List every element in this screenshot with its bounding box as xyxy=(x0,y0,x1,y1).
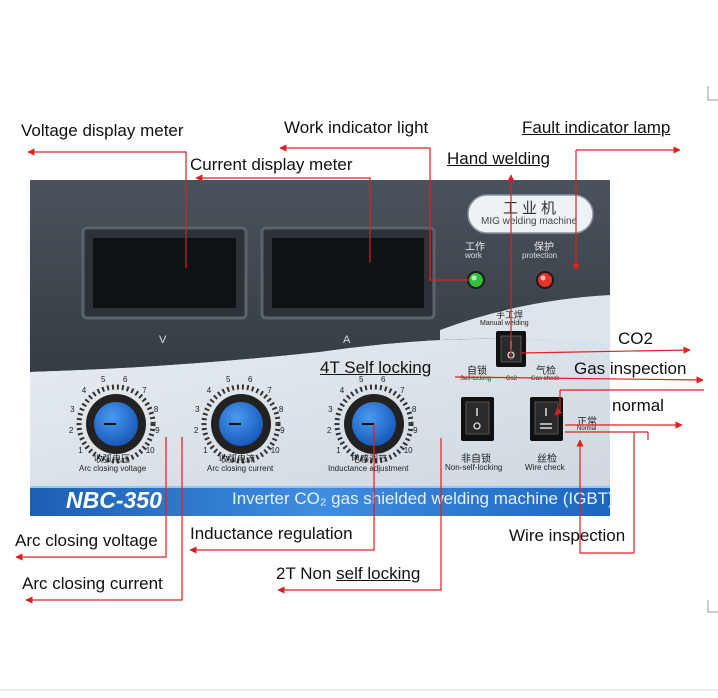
model-banner xyxy=(30,486,610,516)
knob-scale-number: 2 xyxy=(193,426,199,436)
knob-scale-number: 8 xyxy=(153,404,159,414)
selflock-label-cn: 自锁 xyxy=(467,366,487,377)
callout-arc-closing-current: Arc closing current xyxy=(22,574,163,593)
brand-badge xyxy=(467,194,594,234)
callout-inductance-regulation: Inductance regulation xyxy=(190,524,353,543)
line-current-meter xyxy=(195,174,371,262)
knob1-label-en: Arc closing voltage xyxy=(79,464,147,473)
knob-scale-number: 5 xyxy=(226,375,231,385)
knob-scale-number: 5 xyxy=(359,375,364,385)
callout-fault-indicator-lamp: Fault indicator lamp xyxy=(522,118,671,137)
callout-wire-inspection: Wire inspection xyxy=(509,526,626,545)
line-4t xyxy=(454,376,704,384)
knob-scale-number: 9 xyxy=(413,426,418,436)
gascheck-label-en: Gas check xyxy=(531,376,560,382)
line-2t xyxy=(277,438,442,594)
brand-cn: 工业机 xyxy=(503,200,561,217)
knob-scale-number: 1 xyxy=(336,446,341,456)
line-wire xyxy=(576,432,635,554)
line-co2 xyxy=(520,346,691,354)
co2-small-label: Co2 xyxy=(506,376,518,382)
protection-label-en: protection xyxy=(522,251,558,260)
normal-label-cn: 正常 xyxy=(577,417,597,428)
line-arc-current xyxy=(25,437,183,604)
current-display-meter xyxy=(260,226,436,320)
knob-scale-number: 9 xyxy=(280,426,285,436)
callout-2t-underlined: self locking xyxy=(336,564,421,583)
work-label-en: work xyxy=(465,251,482,260)
callout-normal: normal xyxy=(612,396,664,415)
knob-scale-number: 4 xyxy=(206,385,212,395)
callout-4t-self-locking: 4T Self locking xyxy=(320,358,432,377)
line-inductance xyxy=(189,424,375,554)
knob3-label-cn: 电感调节 xyxy=(351,454,388,464)
panel-light-section xyxy=(30,338,610,486)
arc-closing-voltage-knob xyxy=(76,384,156,464)
voltage-display-meter xyxy=(81,226,248,320)
knob-scale-number: 7 xyxy=(400,385,405,395)
knob-scale-number: 3 xyxy=(70,404,75,414)
knob2-label-en: Arc closing current xyxy=(207,464,274,473)
callout-gas-inspection: Gas inspection xyxy=(574,359,687,378)
knob-scale-number: 2 xyxy=(68,426,74,436)
meter-a-label: A xyxy=(343,334,351,346)
callout-2t-non-self-locking: 2T Non self locking xyxy=(276,564,420,584)
normal-label-en: Normal xyxy=(577,426,597,432)
manual-label-cn: 手工焊 xyxy=(496,310,524,320)
knob-scale-number: 8 xyxy=(411,404,417,414)
callout-co2: CO2 xyxy=(618,329,653,348)
line-work-light xyxy=(279,144,470,281)
protection-label-cn: 保护 xyxy=(534,242,554,253)
nonself-label-en: Non-self-locking xyxy=(445,463,503,472)
knob-scale-number: 6 xyxy=(247,375,253,385)
banner-text: Inverter CO₂ gas shielded welding machin… xyxy=(232,489,614,508)
knob-scale-number: 7 xyxy=(142,385,147,395)
model-name: NBC-350 xyxy=(66,487,162,513)
knob-scale-number: 7 xyxy=(267,385,272,395)
knob-scale-number: 3 xyxy=(328,404,333,414)
line-voltage-meter xyxy=(27,148,187,268)
knob-scale-number: 10 xyxy=(145,446,155,456)
knob-scale-number: 9 xyxy=(155,426,160,436)
callout-work-indicator-light: Work indicator light xyxy=(284,118,429,137)
nonself-label-cn: 非自锁 xyxy=(461,454,491,465)
knob-scale-number: 3 xyxy=(195,404,200,414)
callout-voltage-display-meter: Voltage display meter xyxy=(21,121,184,140)
knob-scale-number: 1 xyxy=(203,446,208,456)
knob3-label-en: Inductance adjustment xyxy=(328,464,409,473)
knob-scale-number: 8 xyxy=(278,404,284,414)
fault-indicator-lamp xyxy=(536,271,554,289)
knob-scale-number: 6 xyxy=(380,375,386,385)
selflock-label-en: Self-locking xyxy=(460,376,492,382)
brand-en: MIG welding machine xyxy=(481,216,578,227)
manual-label-en: Manual welding xyxy=(480,320,529,327)
selflock-switch xyxy=(461,397,494,441)
line-arc-voltage xyxy=(15,437,167,561)
knob-scale-number: 4 xyxy=(81,385,87,395)
knob-scale-number: 6 xyxy=(122,375,128,385)
wirecheck-label-cn: 丝检 xyxy=(537,454,557,465)
knob-scale-number: 2 xyxy=(326,426,332,436)
wirecheck-label-en: Wire check xyxy=(525,463,565,472)
meter-v-label: V xyxy=(159,334,167,346)
knob-scale-number: 5 xyxy=(101,375,106,385)
knob1-label-cn: 收弧电压 xyxy=(94,454,131,464)
arc-closing-current-knob xyxy=(201,384,281,464)
work-label-cn: 工作 xyxy=(465,242,485,253)
callout-hand-welding: Hand welding xyxy=(447,149,551,168)
line-gas xyxy=(554,390,563,416)
callout-2t-prefix: 2T Non xyxy=(276,564,337,583)
callout-current-display-meter: Current display meter xyxy=(190,155,353,174)
knob-scale-number: 1 xyxy=(78,446,83,456)
gascheck-label-cn: 气检 xyxy=(536,366,556,377)
knob-scale-number: 4 xyxy=(339,385,345,395)
callout-arc-closing-voltage: Arc closing voltage xyxy=(15,531,158,550)
knob2-label-cn: 收弧电流 xyxy=(219,454,256,464)
knob-scale-number: 10 xyxy=(270,446,280,456)
knob-scale-number: 10 xyxy=(403,446,413,456)
